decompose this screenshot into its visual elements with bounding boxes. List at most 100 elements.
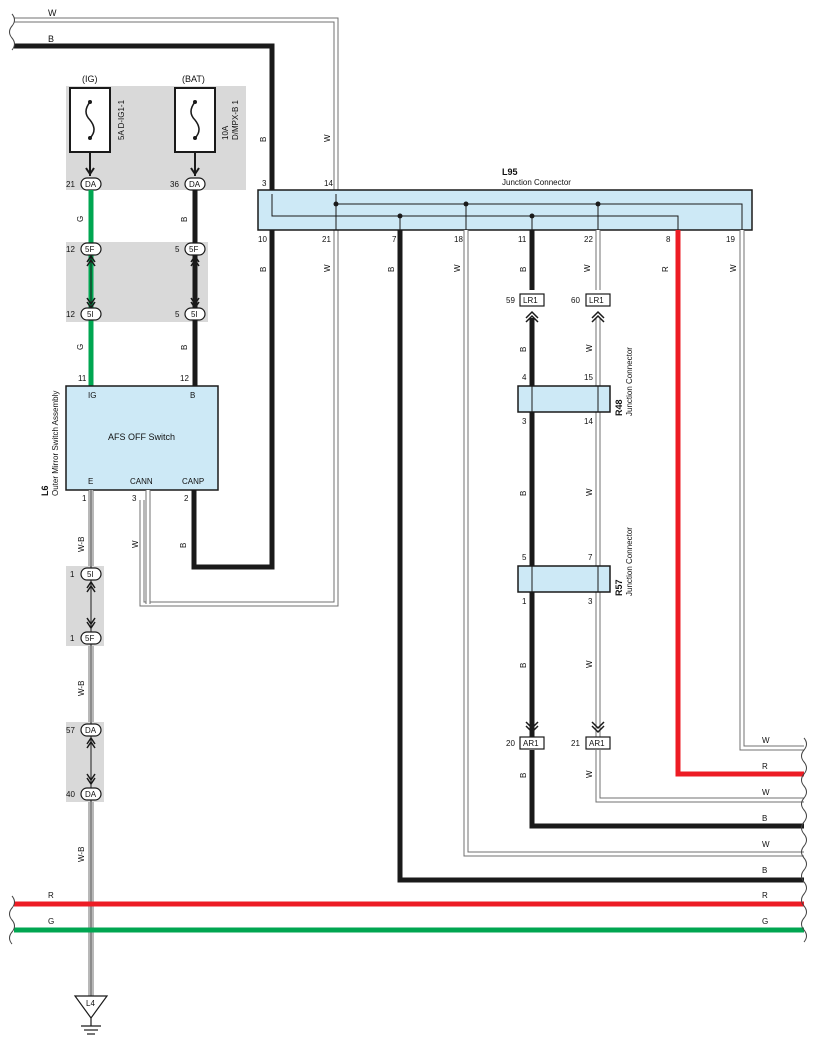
svg-text:W: W <box>762 736 770 745</box>
bus-g-label-left: G <box>48 917 54 926</box>
svg-text:G: G <box>762 917 768 926</box>
break-mark-bottom-left <box>9 895 15 945</box>
r57-pin-5: 5 <box>522 553 527 562</box>
fuse-bat-icon <box>190 101 200 139</box>
top-wire-w <box>14 17 339 607</box>
svg-text:W: W <box>729 264 738 272</box>
connector-5i-5-pin: 5 <box>175 310 180 319</box>
connector-5f-5: 5F <box>184 242 206 256</box>
r48-pin-4: 4 <box>522 373 527 382</box>
connector-5i-5: 5I <box>184 307 206 321</box>
wire-b-label-1: B <box>180 217 189 222</box>
svg-text:LR1: LR1 <box>589 296 604 305</box>
r57-box <box>517 565 611 593</box>
switch-pin-ig: IG <box>88 391 96 400</box>
wire-l95-7-b <box>397 230 804 883</box>
svg-text:B: B <box>387 267 396 272</box>
ground-ref: L4 <box>86 999 95 1008</box>
break-mark-top-left <box>9 13 15 51</box>
top-wire-b-label: B <box>48 34 54 44</box>
l95-internal-traces <box>271 194 743 230</box>
wire-w-mid-label-4: W <box>585 770 594 778</box>
switch-pin-e-num: 1 <box>82 494 87 503</box>
wire-l95-18-w <box>463 230 804 857</box>
svg-text:10: 10 <box>258 235 267 244</box>
connector-5f-12: 5F <box>80 242 102 256</box>
svg-text:19: 19 <box>726 235 735 244</box>
wire-w-mid-label-1: W <box>585 344 594 352</box>
wire-w-mid-label-2: W <box>585 488 594 496</box>
l95-top-pin-3: 3 <box>262 179 267 188</box>
svg-text:DA: DA <box>189 180 201 189</box>
switch-pin-cann: CANN <box>130 477 153 486</box>
l95-box <box>257 189 753 231</box>
svg-text:B: B <box>762 866 767 875</box>
svg-text:DA: DA <box>85 790 97 799</box>
connector-5f-1-pin: 1 <box>70 634 75 643</box>
svg-text:5I: 5I <box>191 310 198 319</box>
wire-w-mid-label-3: W <box>585 660 594 668</box>
r48-pin-3: 3 <box>522 417 527 426</box>
fuse-ig-source: (IG) <box>82 74 98 84</box>
connector-5f-12-pin: 12 <box>66 245 75 254</box>
connector-lr1-60: LR1 <box>585 293 611 307</box>
switch-pin-canp: CANP <box>182 477 204 486</box>
svg-text:7: 7 <box>392 235 397 244</box>
connector-5i-1-pin: 1 <box>70 570 75 579</box>
svg-text:11: 11 <box>518 235 527 244</box>
svg-text:W: W <box>762 788 770 797</box>
wire-cann-label: W <box>131 540 140 548</box>
svg-text:R: R <box>762 762 768 771</box>
connector-da-40: DA <box>80 787 102 801</box>
bus-r-label-left: R <box>48 891 54 900</box>
svg-text:B: B <box>259 267 268 272</box>
wire-l95-19-w <box>739 230 804 751</box>
wire-b-label-2: B <box>180 345 189 350</box>
l95-wire-labels: B W B W B W R W <box>259 264 738 272</box>
r57-pin-7: 7 <box>588 553 593 562</box>
r57-pin-1: 1 <box>522 597 527 606</box>
svg-text:5F: 5F <box>85 634 94 643</box>
connector-ar1-20-pin: 20 <box>506 739 515 748</box>
wire-canp-label: B <box>179 543 188 548</box>
afs-off-switch-name: AFS OFF Switch <box>108 432 175 442</box>
r48-name: Junction Connector <box>625 347 634 416</box>
switch-pin-b: B <box>190 391 195 400</box>
wire-b-mid-label-1: B <box>519 347 528 352</box>
connector-da-57: DA <box>80 723 102 737</box>
wire-wb-label-1: W-B <box>77 537 86 552</box>
r57-name: Junction Connector <box>625 527 634 596</box>
switch-pin-canp-num: 2 <box>184 494 189 503</box>
wire-b-mid-label-3: B <box>519 663 528 668</box>
svg-text:22: 22 <box>584 235 593 244</box>
r48-pin-14: 14 <box>584 417 593 426</box>
switch-ref: L6 <box>40 485 50 496</box>
wire-l95-8-r <box>675 230 804 777</box>
switch-pin-b-num: 12 <box>180 374 189 383</box>
connector-5i-12-pin: 12 <box>66 310 75 319</box>
connector-lr1-59: LR1 <box>519 293 545 307</box>
connector-ar1-21: AR1 <box>585 736 611 750</box>
wire-b-mid-label-4: B <box>519 773 528 778</box>
fuse-bat-rating-1: 10A <box>221 125 230 140</box>
connector-da-40-pin: 40 <box>66 790 75 799</box>
svg-text:DA: DA <box>85 726 97 735</box>
wire-g-label-1: G <box>76 216 85 222</box>
l95-top-wire-w: W <box>323 134 332 142</box>
svg-text:AR1: AR1 <box>589 739 605 748</box>
svg-text:R: R <box>762 891 768 900</box>
connector-lr1-59-pin: 59 <box>506 296 515 305</box>
connector-5i-12: 5I <box>80 307 102 321</box>
connector-da-36: DA <box>184 177 206 191</box>
r48-ref: R48 <box>614 399 624 416</box>
switch-pin-e: E <box>88 477 93 486</box>
ground-icon <box>73 995 109 1035</box>
svg-text:5F: 5F <box>85 245 94 254</box>
switch-assembly: Outer Mirror Switch Assembly <box>51 391 60 496</box>
fuse-bat-rating-2: D/MPX-B 1 <box>231 99 240 140</box>
svg-text:5I: 5I <box>87 310 94 319</box>
right-wire-labels: W R W B W B R G <box>762 736 770 926</box>
svg-text:R: R <box>661 266 670 272</box>
svg-text:AR1: AR1 <box>523 739 539 748</box>
connector-da-36-pin: 36 <box>170 180 179 189</box>
